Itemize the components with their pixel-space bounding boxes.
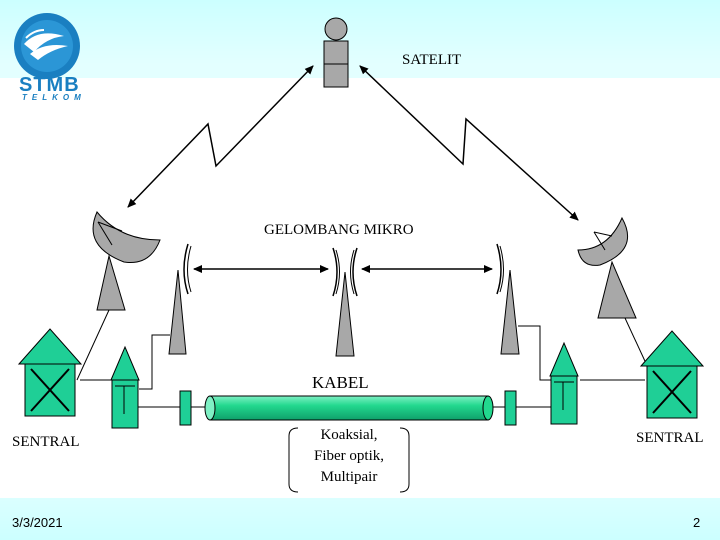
cable-type-fiber: Fiber optik, bbox=[314, 448, 384, 464]
microwave-tower-center-icon bbox=[332, 247, 358, 357]
cable-type-coaxial: Koaksial, bbox=[320, 427, 378, 443]
satellite-label: SATELIT bbox=[402, 52, 462, 68]
microwave-tower-left-icon bbox=[168, 243, 192, 355]
bottom-band bbox=[0, 498, 720, 540]
cable-label: KABEL bbox=[312, 373, 369, 392]
left-dish-antenna-icon bbox=[92, 211, 161, 311]
cable-connector-left bbox=[179, 390, 192, 426]
central-building-left-icon bbox=[17, 328, 83, 417]
microwave-tower-right-icon bbox=[496, 243, 520, 355]
cable-icon bbox=[204, 395, 494, 421]
central-left-label: SENTRAL bbox=[12, 434, 80, 450]
satellite-link-left bbox=[127, 65, 314, 208]
terminal-left-icon bbox=[110, 345, 140, 429]
logo-name: STMB bbox=[19, 74, 80, 96]
brace-left bbox=[288, 427, 299, 493]
central-right-label: SENTRAL bbox=[636, 430, 704, 446]
top-band bbox=[0, 0, 720, 78]
brace-right bbox=[399, 427, 410, 493]
satellite-icon bbox=[323, 17, 349, 88]
stmb-logo-icon bbox=[14, 13, 80, 79]
terminal-right-icon bbox=[549, 341, 579, 425]
right-tower-wire bbox=[518, 325, 551, 381]
cable-types-list: Koaksial, Fiber optik, Multipair bbox=[289, 425, 409, 488]
microwave-label: GELOMBANG MIKRO bbox=[264, 222, 414, 238]
left-dish-wire bbox=[76, 309, 110, 381]
cable-connector-right bbox=[504, 390, 517, 426]
cable-type-multipair: Multipair bbox=[320, 469, 378, 485]
page-number: 2 bbox=[693, 515, 701, 530]
satellite-link-right bbox=[359, 65, 579, 221]
logo-subtitle: TELKOM bbox=[22, 93, 86, 102]
central-building-right-icon bbox=[639, 330, 705, 419]
footer-date: 3/3/2021 bbox=[12, 515, 63, 530]
left-tower-wire bbox=[139, 334, 170, 390]
right-dish-antenna-icon bbox=[577, 216, 637, 319]
